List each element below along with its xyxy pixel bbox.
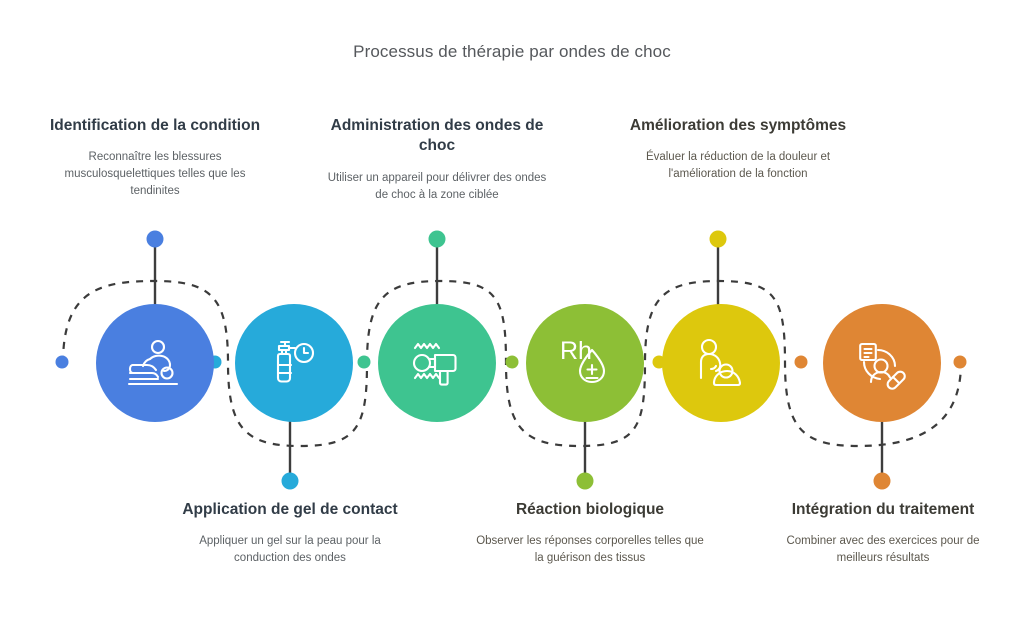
step-circle-4[interactable]: Rh: [526, 304, 644, 422]
caption-dot-step-5: [709, 230, 727, 248]
step-circle-1[interactable]: [96, 304, 214, 422]
rh-blood-drop-icon: Rh: [560, 337, 606, 384]
gel-bottle-timer-icon: [276, 340, 315, 383]
caption-desc-step-6: Combiner avec des exercices pour de meil…: [786, 535, 980, 565]
caption-desc-step-5: Évaluer la réduction de la douleur et l'…: [645, 151, 831, 181]
caption-dot-step-4: [576, 472, 594, 490]
caption-dot-step-3: [428, 230, 446, 248]
step-circle-2[interactable]: [235, 304, 353, 422]
path-dot-start: [55, 355, 69, 369]
patient-care-icon: [699, 338, 742, 387]
rh-label: Rh: [560, 337, 592, 365]
path-dot-end: [953, 355, 967, 369]
caption-title-step-5: Amélioration des symptômes: [629, 117, 847, 134]
shockwave-device-icon: [412, 342, 457, 386]
step-circle-5[interactable]: [662, 304, 780, 422]
caption-dot-step-6: [873, 472, 891, 490]
caption-title-step-3: Administration des ondes de choc: [330, 117, 544, 155]
massage-therapy-icon: [127, 339, 179, 386]
page-title: Processus de thérapie par ondes de choc: [353, 42, 671, 61]
caption-title-step-1: Identification de la condition: [49, 117, 261, 134]
path-dot-5-6: [794, 355, 808, 369]
caption-step-3: Administration des ondes de choc Utilise…: [322, 116, 552, 204]
path-dot-3-4: [505, 355, 519, 369]
caption-desc-step-4: Observer les réponses corporelles telles…: [476, 535, 704, 565]
caption-step-1: Identification de la condition Reconnaît…: [40, 116, 270, 201]
caption-step-6: Intégration du traitement Combiner avec …: [768, 500, 998, 567]
caption-title-step-2: Application de gel de contact: [182, 501, 398, 518]
caption-step-4: Réaction biologique Observer les réponse…: [475, 500, 705, 567]
patient-record-medication-icon: [859, 342, 906, 390]
caption-title-step-6: Intégration du traitement: [791, 501, 975, 518]
caption-dot-step-1: [146, 230, 164, 248]
step-circle-6[interactable]: [823, 304, 941, 422]
caption-dot-step-2: [281, 472, 299, 490]
caption-step-2: Application de gel de contact Appliquer …: [175, 500, 405, 567]
caption-step-5: Amélioration des symptômes Évaluer la ré…: [623, 116, 853, 183]
caption-desc-step-2: Appliquer un gel sur la peau pour la con…: [199, 535, 381, 565]
caption-desc-step-1: Reconnaître les blessures musculosquelet…: [64, 151, 246, 198]
caption-desc-step-3: Utiliser un appareil pour délivrer des o…: [327, 171, 547, 201]
step-circle-3[interactable]: [378, 304, 496, 422]
caption-title-step-4: Réaction biologique: [515, 501, 665, 518]
path-dot-2-3: [357, 355, 371, 369]
